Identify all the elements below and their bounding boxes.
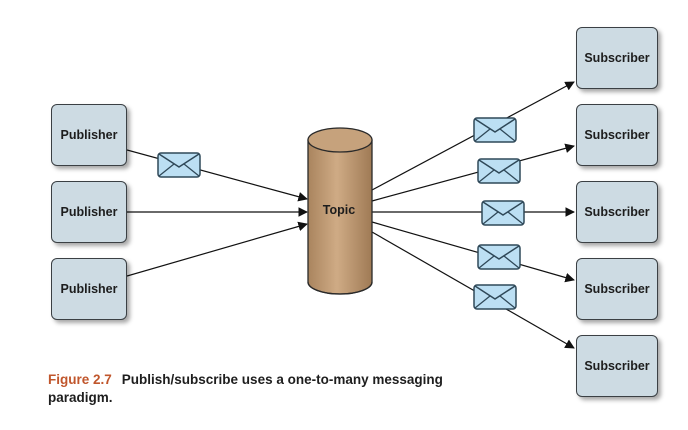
publisher-box-1: Publisher — [51, 104, 127, 166]
figure-label: Figure 2.7 — [48, 372, 112, 387]
topic-label: Topic — [322, 203, 356, 217]
subscriber-label: Subscriber — [584, 359, 650, 373]
envelope-icon — [473, 284, 517, 310]
publisher-box-3: Publisher — [51, 258, 127, 320]
envelope-icon — [157, 152, 201, 178]
subscriber-box-4: Subscriber — [576, 258, 658, 320]
arrow-topic-to-subscriber-4 — [371, 221, 575, 283]
arrow-topic-to-subscriber-5 — [371, 231, 575, 349]
subscriber-label: Subscriber — [584, 128, 650, 142]
subscriber-label: Subscriber — [584, 282, 650, 296]
envelope-icon — [477, 158, 521, 184]
arrow-publisher-1-to-topic — [126, 149, 308, 202]
publisher-label: Publisher — [60, 205, 118, 219]
subscriber-box-5: Subscriber — [576, 335, 658, 397]
arrow-topic-to-subscriber-1 — [371, 81, 575, 191]
subscriber-box-2: Subscriber — [576, 104, 658, 166]
publisher-box-2: Publisher — [51, 181, 127, 243]
subscriber-box-3: Subscriber — [576, 181, 658, 243]
envelope-icon — [481, 200, 525, 226]
envelope-icon — [477, 244, 521, 270]
topic-cylinder — [307, 127, 373, 295]
subscriber-label: Subscriber — [584, 51, 650, 65]
subscriber-label: Subscriber — [584, 205, 650, 219]
arrow-publisher-3-to-topic — [126, 221, 308, 277]
publisher-label: Publisher — [60, 282, 118, 296]
envelope-icon — [473, 117, 517, 143]
arrow-topic-to-subscriber-2 — [371, 143, 575, 202]
publisher-label: Publisher — [60, 128, 118, 142]
caption-text: Publish/subscribe uses a one-to-many mes… — [48, 372, 443, 405]
subscriber-box-1: Subscriber — [576, 27, 658, 89]
